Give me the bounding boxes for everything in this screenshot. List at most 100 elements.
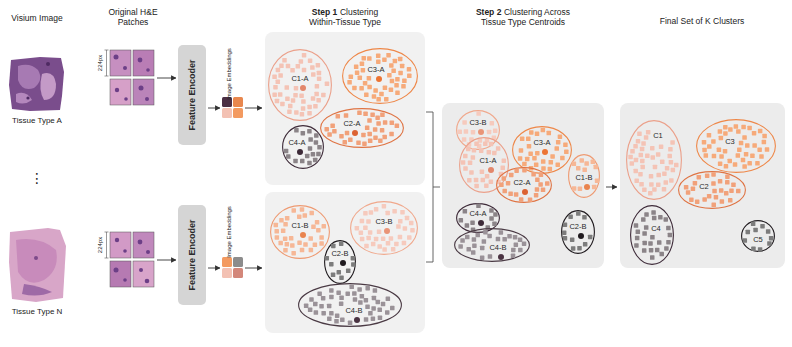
embedding-point — [571, 246, 576, 251]
embedding-point — [718, 179, 723, 184]
embedding-point — [644, 212, 649, 217]
embedding-point — [332, 129, 337, 134]
embedding-point — [273, 85, 278, 90]
embedding-point — [389, 63, 394, 68]
embedding-point — [459, 218, 464, 223]
embedding-point — [702, 140, 707, 145]
cluster-ellipse-outline — [457, 111, 500, 150]
embedding-point — [278, 73, 283, 78]
embedding-point — [535, 151, 540, 156]
patch — [133, 79, 154, 105]
embedding-point — [296, 64, 301, 69]
embedding-point — [316, 63, 321, 68]
embedding-point — [711, 172, 716, 177]
embedding-point — [531, 172, 536, 177]
embedding-point — [674, 163, 679, 168]
embedding-point — [316, 228, 321, 233]
embedding-point — [474, 178, 479, 183]
embedding-point — [463, 209, 468, 214]
flow-arrow — [157, 78, 176, 79]
embedding-point — [360, 294, 365, 299]
cluster-outline — [696, 119, 776, 173]
embedding-point — [723, 125, 728, 130]
embedding-point — [402, 241, 407, 246]
embedding-point — [321, 93, 326, 98]
embedding-point — [325, 256, 330, 261]
embedding-point — [276, 68, 281, 73]
embedding-point — [564, 150, 569, 155]
embedding-point — [363, 112, 368, 117]
embedding-point — [329, 311, 334, 316]
embedding-point — [667, 154, 672, 159]
embedding-point — [390, 121, 395, 126]
centroid-dot — [297, 149, 303, 155]
embedding-point — [541, 187, 546, 192]
cluster-label: C4-A — [288, 139, 305, 147]
embedding-point — [650, 235, 655, 240]
cluster-outline — [298, 283, 402, 327]
embedding-point — [327, 317, 332, 322]
embedding-point — [360, 237, 365, 242]
embedding-point — [719, 136, 724, 141]
embedding-point — [294, 128, 299, 132]
embedding-point — [276, 80, 281, 85]
embedding-point — [302, 53, 307, 58]
centroid-dot — [488, 167, 494, 173]
embedding-point — [313, 242, 318, 247]
embedding-point — [656, 173, 661, 178]
text-label: Tissue Type N — [2, 307, 72, 317]
embedding-point — [368, 230, 373, 235]
embedding-point — [285, 242, 290, 247]
flow-arrow — [157, 260, 176, 261]
embedding-point — [628, 155, 633, 160]
embedding-point — [317, 145, 322, 150]
text-label: Original H&E Patches — [97, 7, 169, 27]
embedding-point — [651, 155, 656, 160]
embedding-point — [313, 158, 318, 163]
embedding-point — [386, 53, 391, 58]
embedding-point — [507, 234, 512, 239]
embedding-point — [707, 194, 712, 199]
embedding-point — [299, 93, 304, 98]
embedding-point — [307, 111, 312, 116]
embedding-point — [373, 88, 378, 93]
embedding-point — [514, 242, 519, 247]
cluster-label: C1 — [653, 132, 663, 140]
embedding-point — [522, 168, 527, 173]
embedding-point — [766, 229, 771, 234]
embedding-point — [743, 238, 748, 243]
embedding-point — [723, 131, 728, 136]
embedding-point — [549, 160, 554, 165]
embedding-point — [340, 318, 345, 323]
embedding-point — [502, 189, 507, 194]
cluster-label: C3-A — [533, 139, 550, 147]
cluster-ellipse: C1-A — [268, 49, 332, 121]
embedding-point — [645, 154, 650, 159]
cluster-ellipse: C2-A — [320, 108, 404, 148]
embedding-point — [317, 76, 322, 81]
embedding-point — [372, 296, 377, 301]
embedding-point — [361, 133, 366, 138]
embedding-point — [367, 56, 372, 61]
embedding-point — [303, 242, 308, 247]
embedding-point — [383, 86, 388, 91]
embedding-point — [301, 99, 306, 104]
embedding-point — [339, 275, 344, 280]
cluster-outline — [268, 49, 332, 121]
embedding-point — [339, 134, 344, 139]
embedding-point — [290, 68, 295, 73]
embedding-square — [222, 257, 232, 267]
encoder-label: Feature Encoder — [187, 59, 197, 130]
embedding-point — [539, 173, 544, 178]
embedding-point — [465, 223, 470, 228]
embedding-point — [758, 129, 763, 134]
embedding-point — [707, 144, 712, 149]
embedding-point — [462, 137, 467, 142]
embedding-point — [301, 131, 306, 136]
centroid-dot — [584, 184, 590, 190]
embedding-point — [711, 202, 716, 206]
embedding-point — [321, 296, 326, 301]
embedding-square — [222, 268, 232, 278]
embedding-point — [281, 229, 286, 234]
embedding-point — [275, 99, 280, 104]
